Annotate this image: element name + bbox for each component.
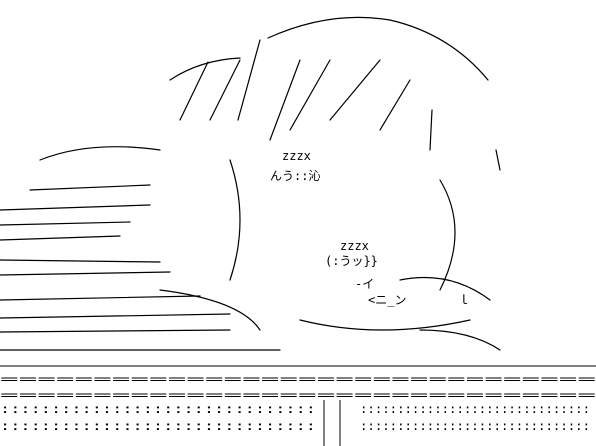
hair-tag: zzzx [282, 149, 311, 163]
hair-strand [237, 39, 261, 121]
desk-rule: ================================ [0, 372, 596, 386]
face-outline [229, 159, 241, 281]
desk-rule-2: ================================ [0, 388, 596, 402]
hair-outline [267, 16, 489, 81]
hair-strand [179, 61, 209, 121]
arm-outline [39, 146, 161, 161]
sleeve-outline [299, 319, 471, 331]
hair-strand [329, 59, 381, 121]
floor-dots-right: ::::::::::::::::::::::::::::::: [360, 402, 590, 416]
hair-tag: んう::沁 [270, 169, 320, 183]
hair-strand [269, 59, 301, 141]
floor-dots-left: ::::::::::::::::::::::::::::::: [0, 402, 316, 416]
hair-strand [495, 149, 501, 171]
floor-dots-right-2: ::::::::::::::::::::::::::::::: [360, 419, 590, 433]
hand-outline [419, 329, 501, 351]
hair-strand [209, 59, 241, 121]
hair-strand [429, 109, 433, 151]
arm-outline [29, 184, 151, 191]
arm-outline [0, 259, 161, 263]
arm-outline [0, 329, 231, 333]
arm-outline [0, 204, 151, 211]
face-mark: -イ [355, 277, 374, 291]
face-outline [439, 179, 456, 291]
face-mark: <ニ_ン [368, 293, 406, 307]
arm-outline [0, 295, 201, 301]
arm-outline [0, 235, 121, 241]
hair-strand [379, 79, 411, 131]
hair-strand [289, 59, 331, 131]
hair-outline-inner [169, 57, 241, 81]
arm-outline [0, 313, 231, 319]
arm-outline [0, 221, 131, 226]
sleeve-outline [159, 289, 261, 331]
face-mark: ｌ [458, 293, 470, 307]
floor-dots-left-2: ::::::::::::::::::::::::::::::: [0, 419, 316, 433]
hair-tag: zzzx [340, 239, 369, 253]
hand-outline [399, 276, 491, 301]
face-mark: (:うッ}} [325, 254, 378, 268]
arm-outline [0, 271, 171, 276]
